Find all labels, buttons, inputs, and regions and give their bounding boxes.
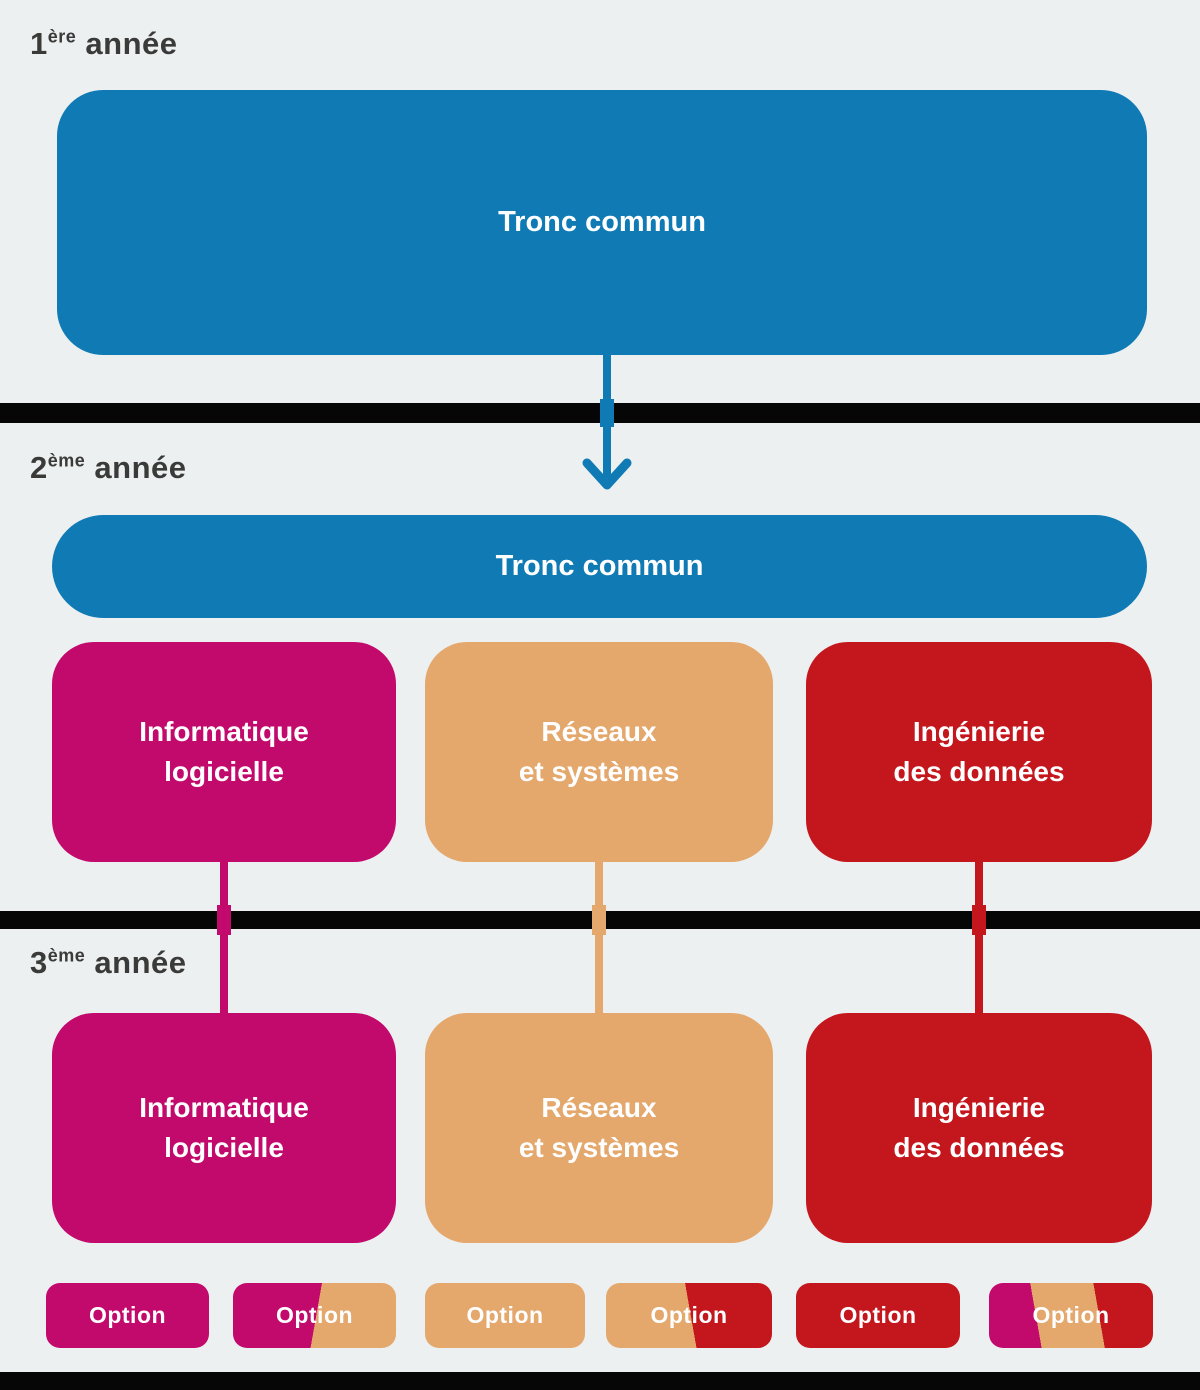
option-badge-informatique: Option — [46, 1283, 209, 1348]
arrow-down-icon — [582, 355, 632, 490]
year-1-number: 1 — [30, 26, 48, 61]
tronc-commun-year2-block: Tronc commun — [52, 515, 1147, 618]
year-1-heading: 1ère année — [30, 26, 178, 62]
track-label-line2: des données — [893, 1132, 1065, 1163]
track-reseaux-systemes-year3: Réseaux et systèmes — [425, 1013, 773, 1243]
track-label: Réseaux et systèmes — [519, 1088, 679, 1168]
track-label: Ingénierie des données — [893, 712, 1064, 792]
option-label: Option — [88, 1302, 167, 1328]
track-reseaux-systemes-year2: Réseaux et systèmes — [425, 642, 773, 862]
option-badge-informatique-reseaux: Option — [233, 1283, 396, 1348]
option-label: Option — [466, 1302, 544, 1328]
year-2-word: année — [94, 450, 187, 485]
year-2-number: 2 — [30, 450, 48, 485]
track-label-line2: logicielle — [164, 756, 284, 787]
track-ingenierie-donnees-year2: Ingénierie des données — [806, 642, 1152, 862]
connector-informatique-logicielle — [220, 862, 228, 1013]
track-ingenierie-donnees-year3: Ingénierie des données — [806, 1013, 1152, 1243]
option-label: Option — [1032, 1302, 1110, 1328]
connector-notch-informatique — [217, 905, 231, 935]
year-3-word: année — [94, 945, 187, 980]
track-label-line1: Informatique — [139, 716, 309, 747]
connector-notch-reseaux — [592, 905, 606, 935]
tronc-commun-year1-label: Tronc commun — [498, 206, 706, 238]
track-label: Informatique logicielle — [139, 712, 309, 792]
connector-reseaux-systemes — [595, 862, 603, 1013]
year-3-heading: 3ème année — [30, 945, 187, 981]
track-label-line1: Réseaux — [541, 716, 657, 747]
track-label-line1: Ingénierie — [912, 1092, 1046, 1123]
track-label: Réseaux et systèmes — [519, 712, 679, 792]
track-label: Ingénierie des données — [893, 1088, 1064, 1168]
track-label-line2: et systèmes — [518, 756, 680, 787]
option-label: Option — [275, 1302, 354, 1328]
track-informatique-logicielle-year2: Informatique logicielle — [52, 642, 396, 862]
connector-ingenierie-donnees — [975, 862, 983, 1013]
track-label-line1: Informatique — [139, 1092, 309, 1123]
tronc-commun-year1-block: Tronc commun — [57, 90, 1147, 355]
year-2-heading: 2ème année — [30, 450, 187, 486]
track-label-line2: des données — [893, 756, 1065, 787]
year-3-number: 3 — [30, 945, 48, 980]
option-badge-reseaux: Option — [425, 1283, 585, 1348]
track-label-line1: Ingénierie — [912, 716, 1046, 747]
option-badge-toutes-filieres: Option — [989, 1283, 1153, 1348]
year-1-word: année — [85, 26, 178, 61]
year-2-ordinal-suffix: ème — [47, 450, 86, 471]
track-label: Informatique logicielle — [139, 1088, 309, 1168]
track-informatique-logicielle-year3: Informatique logicielle — [52, 1013, 396, 1243]
year-1-ordinal-suffix: ère — [47, 26, 77, 47]
option-badge-reseaux-donnees: Option — [606, 1283, 772, 1348]
option-label: Option — [839, 1302, 917, 1328]
track-label-line1: Réseaux — [541, 1092, 657, 1123]
track-label-line2: logicielle — [164, 1132, 284, 1163]
option-badge-donnees: Option — [796, 1283, 960, 1348]
track-label-line2: et systèmes — [518, 1132, 680, 1163]
bottom-bar — [0, 1372, 1200, 1390]
option-label: Option — [650, 1302, 728, 1328]
year-3-ordinal-suffix: ème — [47, 945, 86, 966]
tronc-commun-year2-label: Tronc commun — [495, 550, 704, 582]
connector-notch-donnees — [972, 905, 986, 935]
